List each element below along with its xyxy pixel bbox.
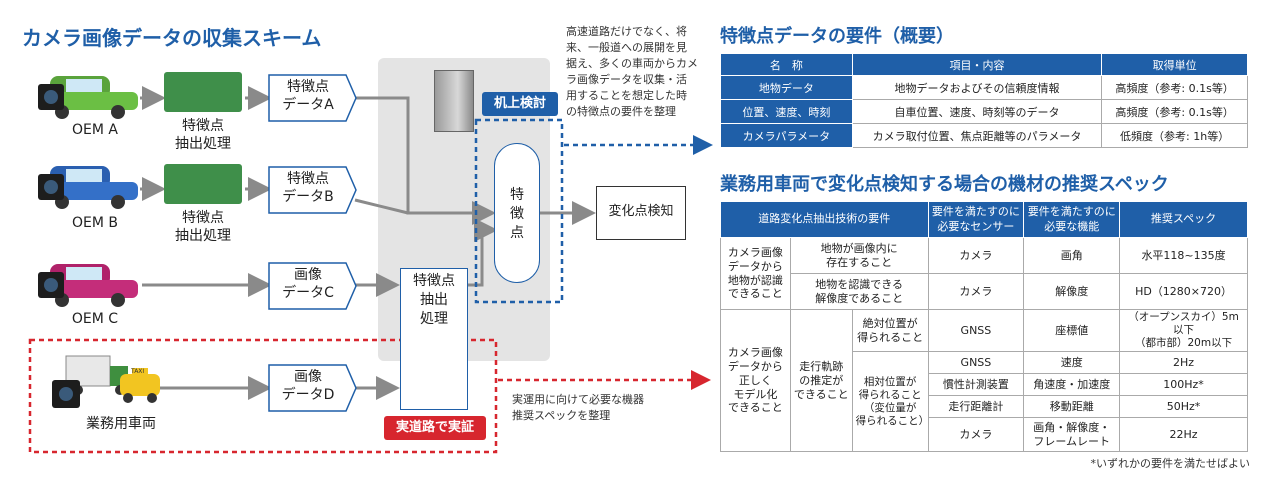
extract-label-a: 特徴点 抽出処理: [175, 118, 231, 152]
sensor-cell: カメラ: [927, 273, 1025, 310]
row-unit: 低頻度（参考: 1h等）: [1101, 123, 1248, 148]
req-cell: 地物が画像内に 存在すること: [789, 237, 929, 274]
board-a: [164, 72, 242, 112]
spec-header-row: 道路変化点抽出技術の要件 要件を満たすのに 必要なセンサー 要件を満たすのに 必…: [720, 201, 1248, 238]
table-row: 走行距離計 移動距離 50Hz*: [721, 395, 1248, 419]
sensor-cell: カメラ: [927, 237, 1025, 274]
row-content: 地物データおよびその信頼度情報: [851, 75, 1103, 100]
sensor-cell: GNSS: [927, 351, 1025, 375]
board-b: [164, 164, 242, 204]
spec-col-spec: 推奨スペック: [1119, 201, 1248, 238]
spec-title: 業務用車両で変化点検知する場合の機材の推奨スペック: [720, 174, 1169, 195]
car-oem-a: [36, 70, 140, 120]
requirements-title: 特徴点データの要件（概要）: [720, 26, 954, 47]
rel-req-cell: 相対位置が 得られること （変位量が 得られること）: [851, 351, 929, 453]
spec-cell: 2Hz: [1119, 351, 1248, 375]
function-cell: 座標値: [1023, 308, 1121, 353]
scheme-title: カメラ画像データの収集スキーム: [22, 26, 322, 50]
sub2-label: 走行軌跡 の推定が できること: [789, 308, 853, 453]
table-row: カメラ画像 データから 正しく モデル化 できること 走行軌跡 の推定が できる…: [720, 308, 1248, 453]
function-cell: 解像度: [1023, 273, 1121, 310]
vehicle-label-c: OEM C: [71, 311, 119, 327]
row-unit: 高頻度（参考: 0.1s等）: [1101, 75, 1248, 100]
data-box-d: 画像 データD: [268, 364, 376, 412]
spec-cell: 100Hz*: [1119, 373, 1248, 397]
feature-pill: [494, 143, 540, 283]
group2-label: カメラ画像 データから 正しく モデル化 できること: [720, 308, 791, 453]
car-oem-b: [36, 160, 140, 210]
col-unit: 取得単位: [1101, 53, 1248, 76]
extract-label-b: 特徴点 抽出処理: [175, 210, 231, 244]
spec-col-function: 要件を満たすのに 必要な機能: [1023, 201, 1121, 238]
table-row: カメラ 画角・解像度・ フレームレート 22Hz: [721, 417, 1248, 453]
row-unit: 高頻度（参考: 0.1s等）: [1101, 99, 1248, 124]
change-detection-box: [596, 186, 686, 240]
table-row: 位置、速度、時刻 自車位置、速度、時刻等のデータ 高頻度（参考: 0.1s等）: [720, 99, 1248, 124]
table-row: カメラパラメータ カメラ取付位置、焦点距離等のパラメータ 低頻度（参考: 1h等…: [720, 123, 1248, 148]
table-row: 相対位置が 得られること （変位量が 得られること） GNSS 速度 2Hz: [721, 351, 1248, 453]
car-oem-c: [36, 258, 140, 308]
col-content: 項目・内容: [851, 53, 1103, 76]
spec-table: 道路変化点抽出技術の要件 要件を満たすのに 必要なセンサー 要件を満たすのに 必…: [720, 201, 1248, 453]
requirements-header-row: 名 称 項目・内容 取得単位: [720, 53, 1248, 76]
spec-cell: 50Hz*: [1119, 395, 1248, 419]
note-top: 高速道路だけでなく、将 来、一般道への展開を見 据え、多くの車両からカメ ラ画像…: [566, 25, 698, 118]
function-cell: 速度: [1023, 351, 1121, 375]
requirements-table: 名 称 項目・内容 取得単位 地物データ 地物データおよびその信頼度情報 高頻度…: [720, 53, 1248, 148]
table-row: カメラ画像 データから 地物が認識 できること 地物が画像内に 存在すること カ…: [720, 237, 1248, 310]
data-box-c: 画像 データC: [268, 262, 376, 310]
change-detection-text: 変化点検知: [608, 204, 674, 219]
row-name: カメラパラメータ: [720, 123, 853, 148]
vehicle-label-a: OEM A: [72, 122, 118, 138]
function-cell: 画角・解像度・ フレームレート: [1023, 417, 1121, 453]
spec-cell: HD（1280×720）: [1119, 273, 1248, 310]
spec-cell: 22Hz: [1119, 417, 1248, 453]
data-box-a: 特徴点 データA: [268, 74, 376, 122]
commercial-vehicles: [50, 352, 162, 414]
sensor-cell: 走行距離計: [927, 395, 1025, 419]
vehicle-label-d: 業務用車両: [86, 416, 156, 432]
row-content: カメラ取付位置、焦点距離等のパラメータ: [851, 123, 1103, 148]
data-box-d-text: 画像 データD: [281, 369, 335, 404]
spec-col-sensor: 要件を満たすのに 必要なセンサー: [927, 201, 1025, 238]
row-name: 位置、速度、時刻: [720, 99, 853, 124]
server-icon: [434, 70, 474, 132]
spec-cell: （オープンスカイ）5m以下 （都市部）20m以下: [1119, 308, 1248, 353]
row-content: 自車位置、速度、時刻等のデータ: [851, 99, 1103, 124]
table-row: 慣性計測装置 角速度・加速度 100Hz*: [721, 373, 1248, 397]
spec-footnote: *いずれかの要件を満たせばよい: [1090, 457, 1251, 470]
data-box-b-text: 特徴点 データB: [282, 171, 334, 206]
function-cell: 角速度・加速度: [1023, 373, 1121, 397]
feature-pill-text: 特 徴 点: [510, 187, 524, 241]
vehicle-label-b: OEM B: [72, 215, 118, 231]
abs-req-cell: 絶対位置が 得られること: [851, 308, 929, 353]
req-cell: 地物を認識できる 解像度であること: [789, 273, 929, 310]
function-cell: 移動距離: [1023, 395, 1121, 419]
desk-study-tag: 机上検討: [482, 92, 558, 116]
group1-label: カメラ画像 データから 地物が認識 できること: [720, 237, 791, 310]
row-name: 地物データ: [720, 75, 853, 100]
spec-col-requirement: 道路変化点抽出技術の要件: [720, 201, 929, 238]
data-box-b: 特徴点 データB: [268, 166, 376, 214]
data-box-a-text: 特徴点 データA: [282, 79, 334, 114]
function-cell: 画角: [1023, 237, 1121, 274]
process-box-text: 特徴点 抽出 処理: [413, 273, 455, 327]
sensor-cell: 慣性計測装置: [927, 373, 1025, 397]
sensor-cell: GNSS: [927, 308, 1025, 353]
table-row: 地物データ 地物データおよびその信頼度情報 高頻度（参考: 0.1s等）: [720, 75, 1248, 100]
note-bottom: 実運用に向けて必要な機器 推奨スペックを整理: [512, 393, 644, 422]
process-box: [400, 268, 468, 410]
taxi-sign: TAXI: [131, 368, 145, 375]
col-name: 名 称: [720, 53, 853, 76]
table-row: 地物を認識できる 解像度であること カメラ 解像度 HD（1280×720）: [721, 273, 1248, 310]
data-box-c-text: 画像 データC: [282, 267, 334, 302]
spec-cell: 水平118~135度: [1119, 237, 1248, 274]
real-road-tag: 実道路で実証: [384, 416, 486, 440]
sensor-cell: カメラ: [927, 417, 1025, 453]
